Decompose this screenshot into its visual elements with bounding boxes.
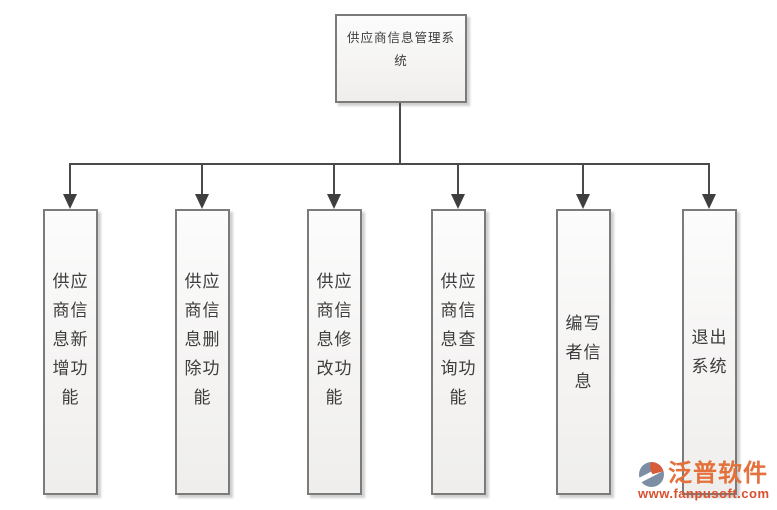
- arrowhead-down-icon: [451, 194, 465, 209]
- child-node-label: 供应 商信 息修 改功 能: [316, 271, 353, 407]
- arrowhead-down-icon: [327, 194, 341, 209]
- child-node-label: 供应 商信 息新 增功 能: [52, 271, 89, 407]
- connector-drop: [457, 163, 459, 194]
- child-node-delete: 供应 商信 息删 除功 能: [175, 209, 230, 495]
- child-node-label: 供应 商信 息删 除功 能: [184, 271, 221, 407]
- child-node-query: 供应 商信 息查 询功 能: [431, 209, 486, 495]
- root-node-label: 供应商信息管理系 统: [346, 31, 455, 68]
- child-node-add: 供应 商信 息新 增功 能: [43, 209, 98, 495]
- connector-drop: [69, 163, 71, 194]
- arrowhead-down-icon: [63, 194, 77, 209]
- child-node-exit-system: 退出 系统: [682, 209, 737, 495]
- fanpu-logo-icon: [638, 461, 666, 487]
- root-node: 供应商信息管理系 统: [335, 14, 467, 103]
- child-node-label: 供应 商信 息查 询功 能: [440, 271, 477, 407]
- child-node-label: 编写 者信 息: [565, 313, 602, 391]
- connector-stem: [399, 103, 401, 164]
- child-node-label: 退出 系统: [691, 328, 728, 376]
- connector-drop: [582, 163, 584, 194]
- connector-drop: [201, 163, 203, 194]
- connector-drop: [333, 163, 335, 194]
- child-node-modify: 供应 商信 息修 改功 能: [307, 209, 362, 495]
- arrowhead-down-icon: [576, 194, 590, 209]
- connector-horizontal: [69, 163, 710, 165]
- arrowhead-down-icon: [195, 194, 209, 209]
- watermark-url: www.fanpusoft.com: [638, 486, 770, 501]
- watermark: 泛普软件 www.fanpusoft.com: [638, 460, 770, 500]
- watermark-brand: 泛普软件: [668, 460, 768, 487]
- connector-drop: [708, 163, 710, 194]
- arrowhead-down-icon: [702, 194, 716, 209]
- child-node-author-info: 编写 者信 息: [556, 209, 611, 495]
- watermark-row: 泛普软件: [638, 460, 770, 488]
